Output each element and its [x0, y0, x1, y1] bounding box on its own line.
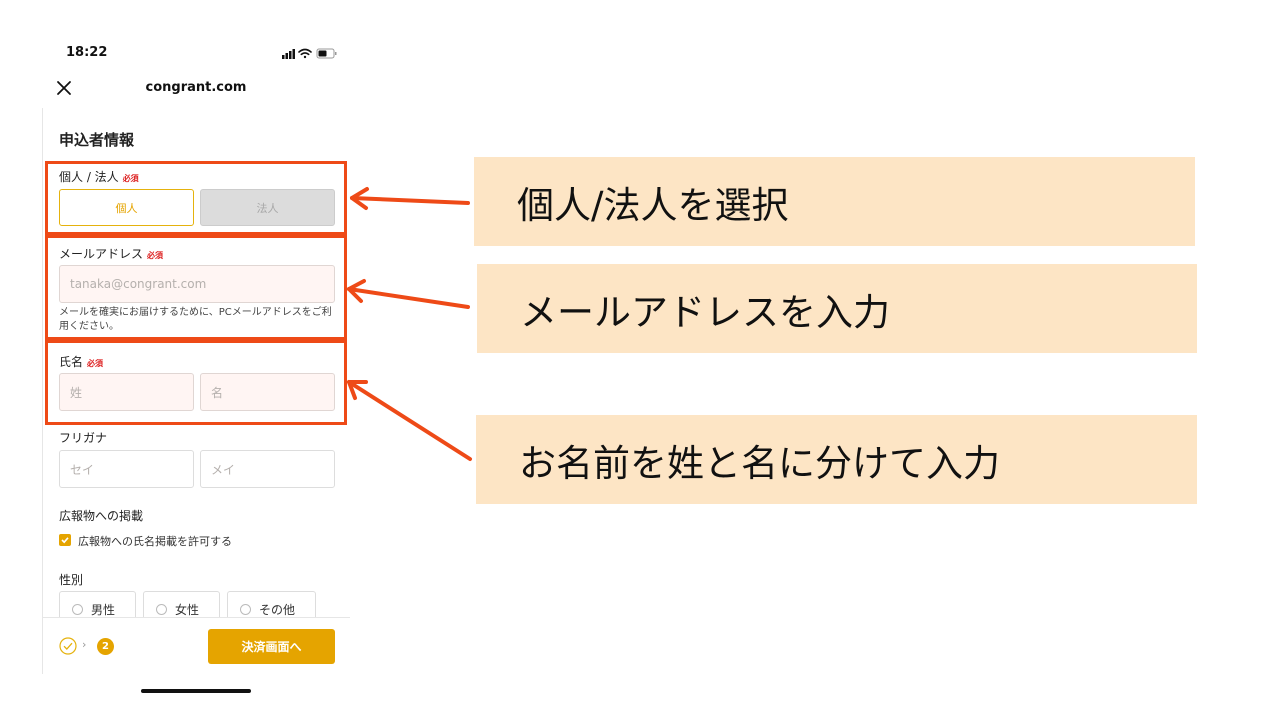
email-label-text: メールアドレス — [59, 247, 144, 261]
name-label-text: 氏名 — [59, 355, 84, 369]
site-title: congrant.com — [145, 80, 247, 95]
status-time: 18:22 — [66, 45, 108, 60]
radio-icon — [156, 603, 167, 615]
arrow-email — [347, 279, 470, 309]
first-name-field[interactable]: 名 — [200, 373, 335, 411]
current-step-badge: 2 — [97, 638, 114, 655]
email-label: メールアドレス必須 — [59, 245, 163, 262]
email-help-text: メールを確実にお届けするために、PCメールアドレスをご利用ください。 — [59, 307, 332, 332]
name-label: 氏名必須 — [59, 353, 103, 370]
radio-icon — [72, 603, 83, 615]
publication-checkbox-label: 広報物への氏名掲載を許可する — [78, 535, 232, 548]
step-chevron-icon: › — [82, 638, 87, 651]
highlight-email — [45, 235, 347, 340]
first-name-kana-field[interactable]: メイ — [200, 450, 335, 488]
hojin-button[interactable]: 法人 — [200, 189, 335, 226]
highlight-name — [45, 340, 347, 425]
radio-icon — [240, 603, 251, 615]
type-label-text: 個人 / 法人 — [59, 170, 119, 184]
section-title: 申込者情報 — [59, 131, 135, 149]
checkmark-icon — [61, 537, 69, 544]
step-complete-icon — [59, 637, 77, 655]
gender-male-label: 男性 — [91, 602, 116, 617]
wifi-icon — [298, 48, 312, 59]
battery-icon — [316, 48, 337, 59]
kojin-button[interactable]: 個人 — [59, 189, 194, 226]
required-badge: 必須 — [87, 359, 104, 368]
required-badge: 必須 — [122, 174, 139, 183]
highlight-type — [45, 161, 347, 235]
callout-type: 個人/法人を選択 — [474, 157, 1195, 246]
gender-other-label: その他 — [259, 602, 296, 617]
callout-name: お名前を姓と名に分けて入力 — [476, 415, 1197, 504]
callout-email: メールアドレスを入力 — [477, 264, 1197, 353]
type-label: 個人 / 法人必須 — [59, 168, 139, 185]
publication-label: 広報物への掲載 — [59, 509, 144, 523]
arrow-name — [347, 380, 472, 461]
last-name-kana-field[interactable]: セイ — [59, 450, 194, 488]
email-field[interactable]: tanaka@congrant.com — [59, 265, 335, 303]
proceed-to-payment-button[interactable]: 決済画面へ — [208, 629, 335, 664]
content-edge — [42, 108, 43, 674]
signal-icon — [282, 49, 295, 59]
required-badge: 必須 — [147, 251, 164, 260]
status-icons — [282, 48, 337, 59]
gender-label: 性別 — [59, 573, 84, 587]
publication-checkbox[interactable] — [59, 534, 71, 546]
gender-female-label: 女性 — [175, 602, 200, 617]
last-name-field[interactable]: 姓 — [59, 373, 194, 411]
furigana-label: フリガナ — [59, 431, 108, 445]
arrow-type — [350, 187, 470, 210]
close-icon[interactable] — [56, 80, 72, 96]
home-indicator — [141, 689, 251, 693]
